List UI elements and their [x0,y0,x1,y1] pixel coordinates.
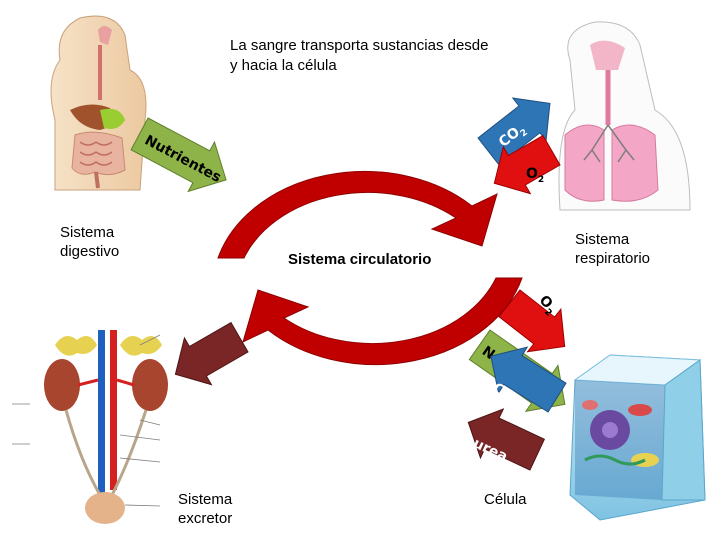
circulation-cycle [217,170,523,366]
circulatory-system-label: Sistema circulatorio [288,251,432,268]
title-line-2: y hacia la célula [230,57,337,74]
cell-label: Célula [484,491,527,508]
o2-in-arrow [493,134,561,195]
o2-cell-arrow [498,289,566,353]
diagram-title: La sangre transporta sustancias desde y … [230,36,530,76]
co2-out-arrow: CO2 [477,97,551,166]
digestive-system-label: Sistema digestivo [60,224,120,260]
urea-cell-arrow [467,408,546,471]
respiratory-system-illustration [558,21,691,211]
urea-excretor-arrow [174,321,249,386]
o2-in-label: O2 [526,166,544,185]
upper-circulation-arrow [217,170,498,259]
cell-illustration [569,354,706,521]
title-line-1: La sangre transporta sustancias desde [230,37,489,54]
respiratory-system-label: Sistema respiratorio [575,231,651,267]
lower-circulation-arrow [242,277,523,366]
excretory-system-label: Sistema excretor [178,491,233,527]
digestive-system-illustration [50,15,147,191]
excretory-system-illustration [12,330,168,524]
co2-cell-arrow [490,346,567,413]
